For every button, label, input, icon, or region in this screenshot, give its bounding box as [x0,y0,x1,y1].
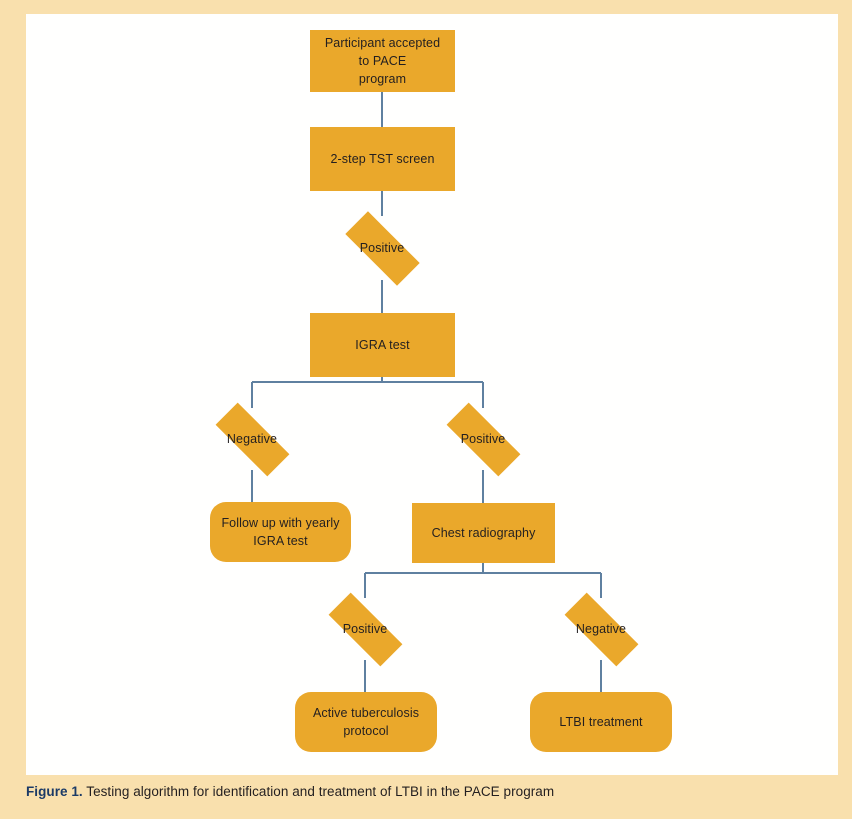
diagram-canvas: Participant accepted to PACE program 2-s… [26,14,838,775]
node-label: LTBI treatment [559,714,643,729]
node-label: Follow up with yearly IGRA test [221,515,340,548]
node-label: Positive [359,240,405,255]
figure-caption: Figure 1. Testing algorithm for identifi… [26,784,826,799]
node-tst-screen[interactable]: 2-step TST screen [310,127,455,191]
node-tst-positive[interactable]: Positive [309,210,455,286]
node-active-tb-protocol[interactable]: Active tuberculosis protocol [295,692,437,752]
figure-caption-text: Testing algorithm for identification and… [82,784,555,799]
node-label: 2-step TST screen [330,151,435,166]
node-ltbi-treatment[interactable]: LTBI treatment [530,692,672,752]
node-label: Positive [342,621,388,636]
node-participant-accepted[interactable]: Participant accepted to PACE program [310,30,455,92]
node-label: Negative [226,431,278,446]
node-igra-test[interactable]: IGRA test [310,313,455,377]
node-cxr-positive[interactable]: Positive [292,592,438,666]
node-label: Chest radiography [431,525,536,540]
node-label: Negative [575,621,627,636]
node-label: Positive [460,431,506,446]
node-igra-positive[interactable]: Positive [410,402,556,476]
figure-caption-label: Figure 1. [26,784,83,799]
node-cxr-negative[interactable]: Negative [528,592,674,666]
node-follow-up-yearly-igra[interactable]: Follow up with yearly IGRA test [210,502,351,562]
node-chest-radiography[interactable]: Chest radiography [412,503,555,563]
node-label: Participant accepted to PACE program [324,35,441,87]
node-label: Active tuberculosis protocol [312,705,420,738]
node-igra-negative[interactable]: Negative [179,402,325,476]
node-label: IGRA test [355,337,410,352]
